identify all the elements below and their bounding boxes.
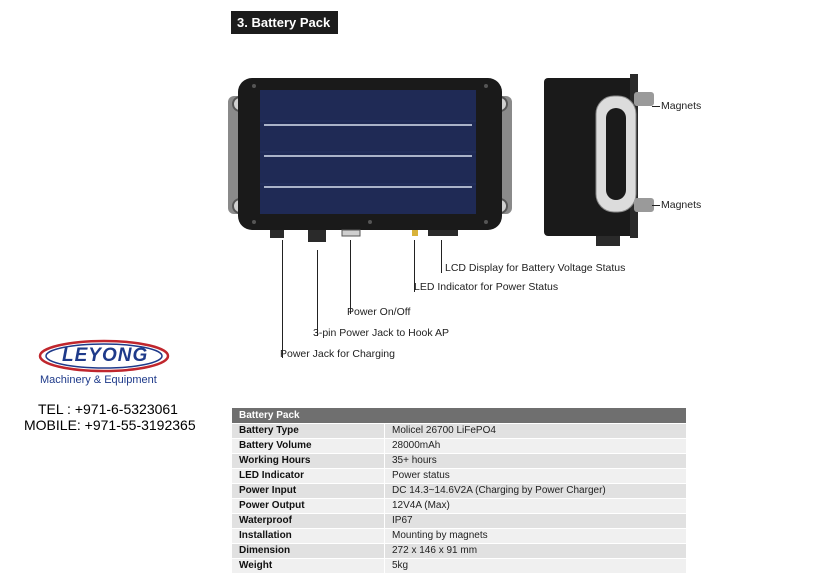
spec-label: Waterproof <box>232 513 385 529</box>
spec-label: Weight <box>232 558 385 573</box>
spec-label: Power Output <box>232 498 385 514</box>
leader-line <box>652 106 660 107</box>
spec-table-header: Battery Pack <box>232 408 686 424</box>
spec-label: Installation <box>232 528 385 544</box>
spec-value: 12V4A (Max) <box>384 498 686 514</box>
spec-value: 272 x 146 x 91 mm <box>384 543 686 559</box>
spec-value: IP67 <box>384 513 686 529</box>
spec-value: Molicel 26700 LiFePO4 <box>384 423 686 439</box>
spec-value: DC 14.3~14.6V2A (Charging by Power Charg… <box>384 483 686 499</box>
leader-line <box>441 240 442 273</box>
battery-side-view <box>544 74 654 246</box>
leader-line <box>350 240 351 314</box>
callout-lcd-display: LCD Display for Battery Voltage Status <box>445 262 626 274</box>
callout-magnets-top: Magnets <box>661 100 702 112</box>
callout-power-on-off: Power On/Off <box>347 306 411 318</box>
leader-line <box>652 205 660 206</box>
callout-pin-jack: 3-pin Power Jack to Hook AP <box>313 327 449 339</box>
company-logo-ring <box>38 339 170 373</box>
spec-value: Power status <box>384 468 686 484</box>
spec-value: 35+ hours <box>384 453 686 469</box>
section-title: 3. Battery Pack <box>231 11 339 34</box>
spec-label: Dimension <box>232 543 385 559</box>
battery-front-view <box>228 78 512 242</box>
spec-value: 5kg <box>384 558 686 573</box>
leader-line <box>414 240 415 292</box>
callout-charging-jack: Power Jack for Charging <box>280 348 395 360</box>
company-tel: TEL : +971-6-5323061 <box>38 401 178 417</box>
company-logo-subtitle: Machinery & Equipment <box>40 374 157 386</box>
company-logo-name: LEYONG <box>62 345 149 366</box>
spec-label: Battery Type <box>232 423 385 439</box>
spec-value: 28000mAh <box>384 438 686 454</box>
spec-label: Power Input <box>232 483 385 499</box>
spec-value: Mounting by magnets <box>384 528 686 544</box>
leader-line <box>317 250 318 336</box>
spec-label: LED Indicator <box>232 468 385 484</box>
company-mobile: MOBILE: +971-55-3192365 <box>24 417 196 433</box>
spec-label: Battery Volume <box>232 438 385 454</box>
callout-magnets-bottom: Magnets <box>661 199 702 211</box>
callout-led-indicator: LED Indicator for Power Status <box>414 281 559 293</box>
leader-line <box>282 240 283 358</box>
spec-label: Working Hours <box>232 453 385 469</box>
